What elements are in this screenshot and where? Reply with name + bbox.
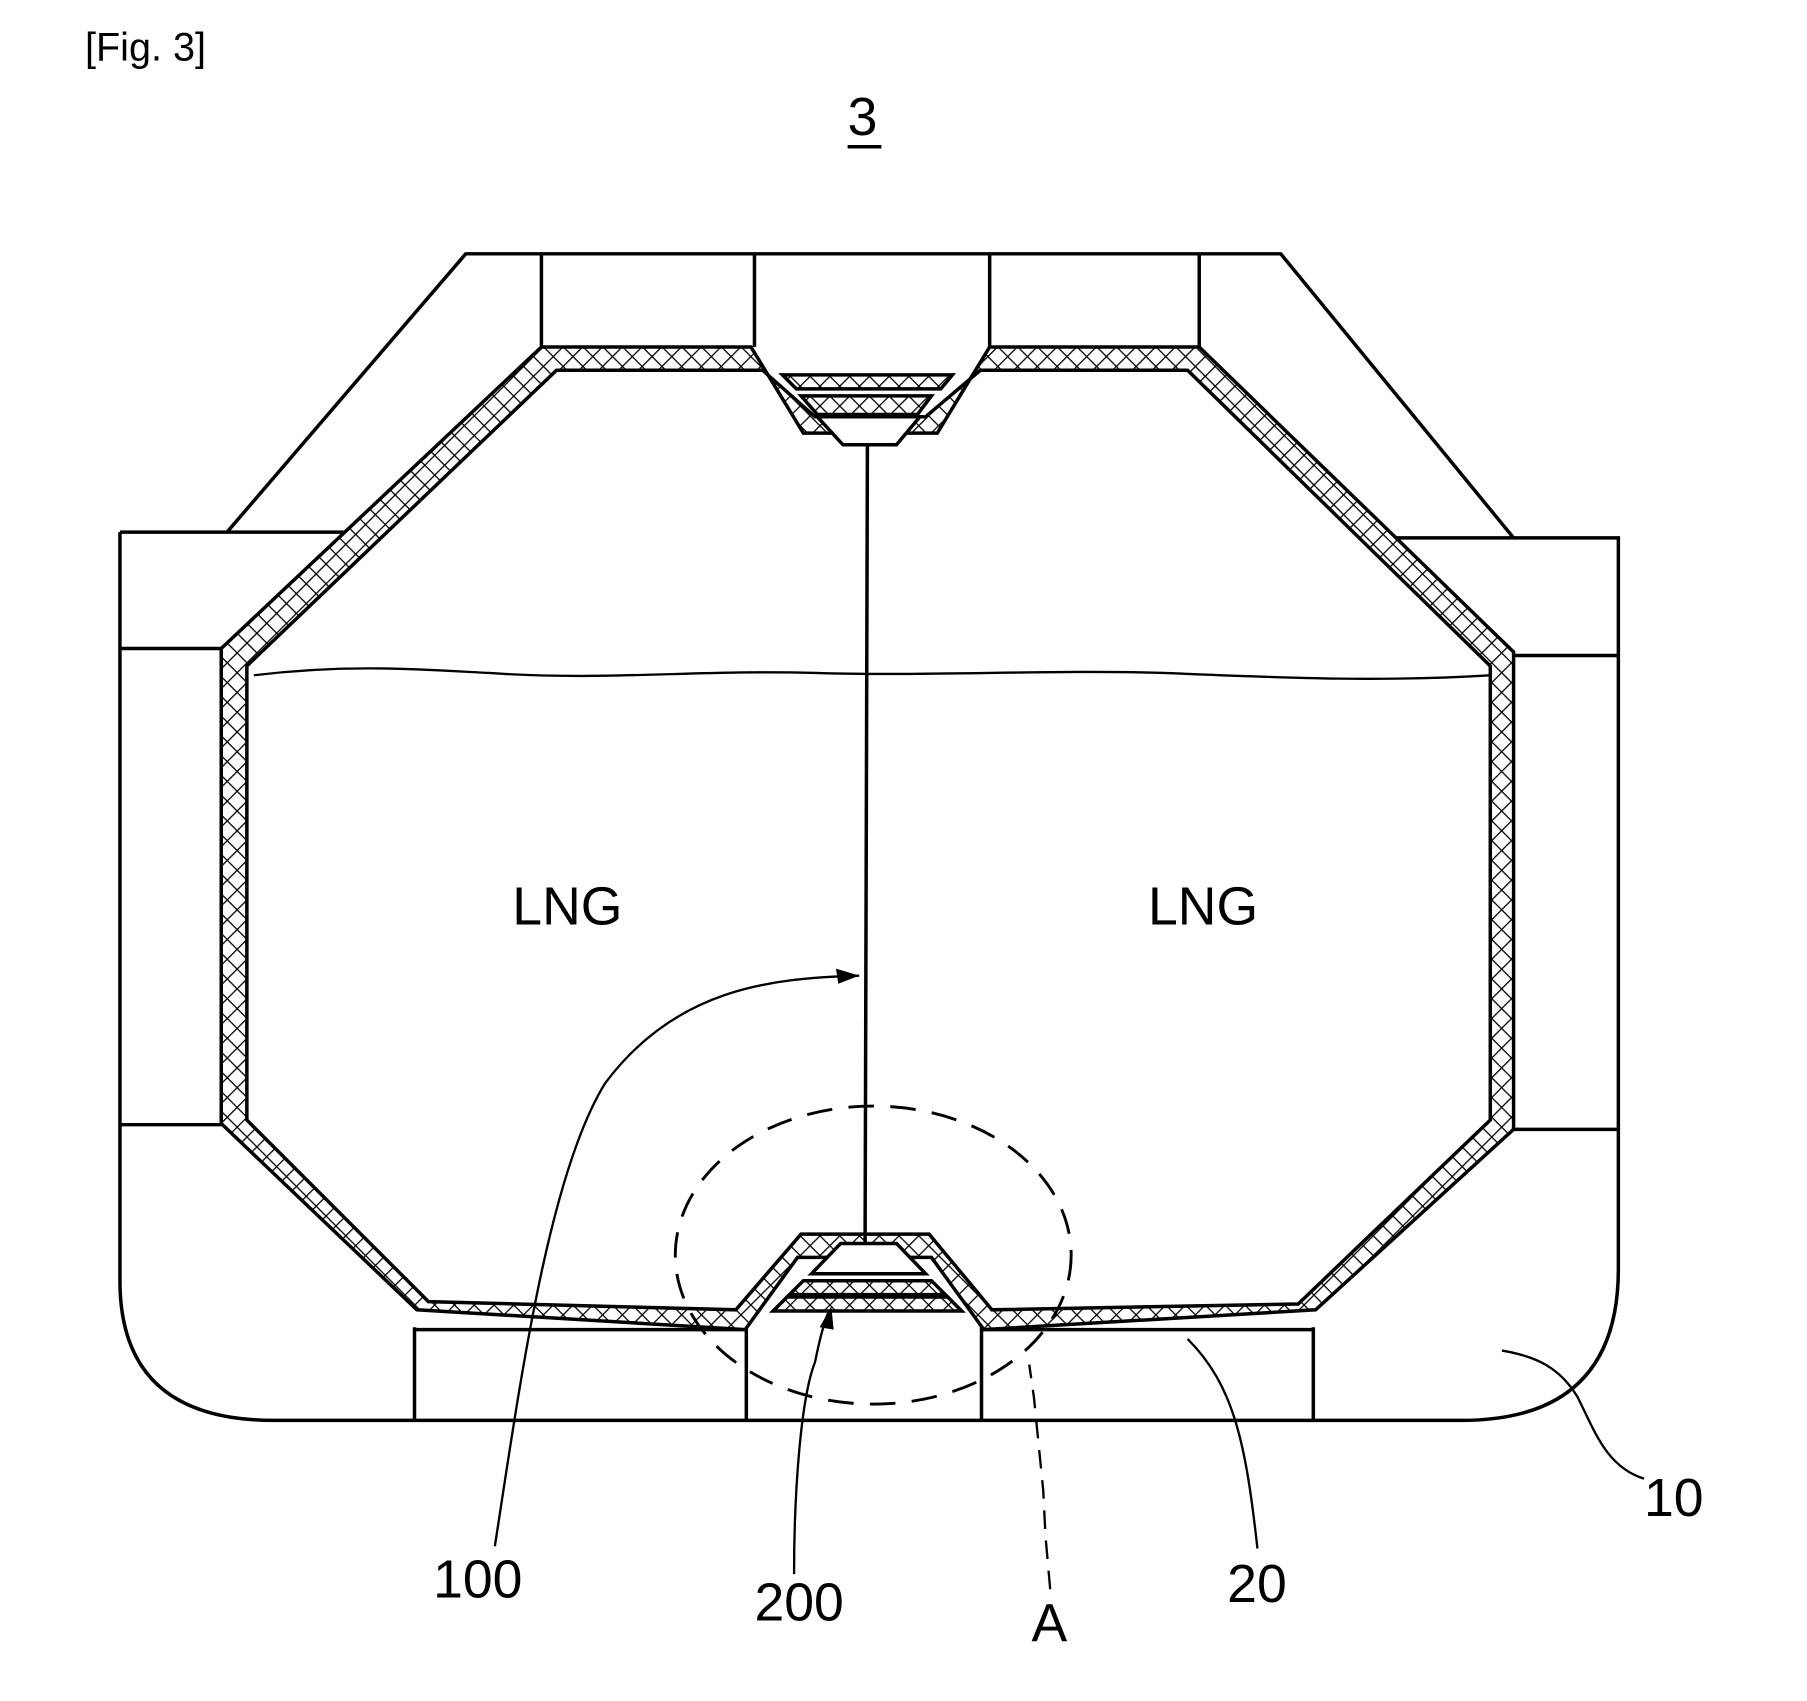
figure-reference-numeral: 3 — [847, 88, 882, 149]
figure-caption: [Fig. 3] — [85, 26, 206, 70]
detail-circle-a — [673, 1104, 1073, 1406]
lng-label-left: LNG — [512, 877, 622, 936]
label-100: 100 — [433, 1550, 522, 1609]
label-200: 200 — [754, 1574, 843, 1633]
leader-lines — [493, 968, 1645, 1590]
label-10: 10 — [1644, 1469, 1704, 1528]
label-20: 20 — [1227, 1555, 1287, 1614]
hull-structure — [118, 252, 1621, 1423]
insulation-barrier — [219, 345, 1516, 1332]
partition-wall — [863, 444, 870, 1244]
lng-label-right: LNG — [1148, 877, 1258, 936]
svg-text:3: 3 — [848, 88, 878, 147]
label-a: A — [1032, 1595, 1068, 1654]
liquid-surface-line — [253, 667, 1491, 681]
